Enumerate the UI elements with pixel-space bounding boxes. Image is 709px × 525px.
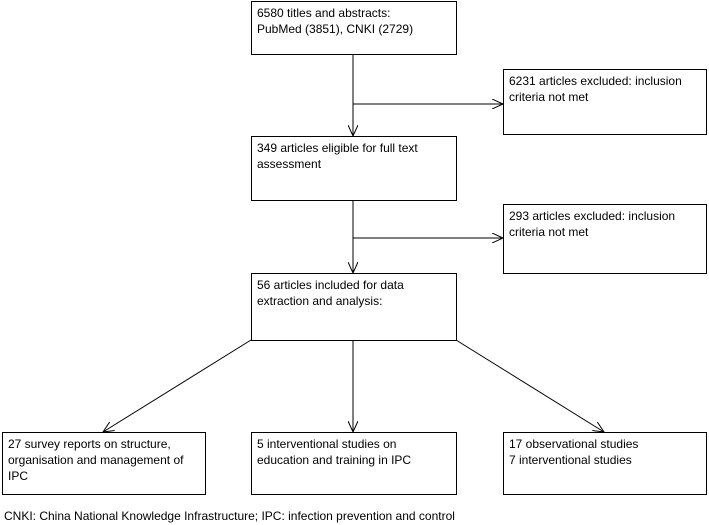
arrow-included-to-survey-reports — [103, 339, 252, 432]
box-text-line: 6231 articles excluded: inclusion — [509, 74, 682, 88]
box-text-line: PubMed (3851), CNKI (2729) — [257, 22, 414, 36]
box-text-line: 6580 titles and abstracts: — [257, 6, 391, 20]
box-interventional-education: 5 interventional studies on education an… — [251, 432, 457, 495]
box-text-line: 293 articles excluded: inclusion — [509, 209, 676, 223]
box-text-line: 56 articles included for data — [257, 278, 404, 292]
box-text-line: 5 interventional studies on — [257, 437, 397, 451]
box-text-line: criteria not met — [509, 90, 589, 104]
box-survey-reports: 27 survey reports on structure, organisa… — [2, 432, 206, 495]
box-text-line: extraction and analysis: — [257, 294, 383, 308]
box-text-line: 27 survey reports on structure, — [8, 437, 171, 451]
box-text-line: 349 articles eligible for full text — [257, 141, 418, 155]
box-included-for-analysis: 56 articles included for data extraction… — [251, 273, 457, 341]
box-excluded-first: 6231 articles excluded: inclusion criter… — [503, 69, 707, 135]
footnote-abbreviations: CNKI: China National Knowledge Infrastru… — [4, 509, 455, 523]
box-text-line: IPC — [8, 469, 29, 483]
box-observational-interventional: 17 observational studies 7 interventiona… — [503, 432, 707, 495]
box-text-line: criteria not met — [509, 225, 589, 239]
box-text-line: 17 observational studies — [509, 437, 639, 451]
box-eligible-full-text: 349 articles eligible for full text asse… — [251, 136, 457, 201]
box-text-line: organisation and management of — [8, 453, 184, 467]
box-titles-and-abstracts: 6580 titles and abstracts: PubMed (3851)… — [251, 1, 457, 55]
box-text-line: assessment — [257, 157, 322, 171]
box-text-line: education and training in IPC — [257, 453, 412, 467]
box-text-line: 7 interventional studies — [509, 453, 632, 467]
arrow-included-to-observational-interventional — [455, 339, 604, 432]
box-excluded-second: 293 articles excluded: inclusion criteri… — [503, 204, 707, 274]
